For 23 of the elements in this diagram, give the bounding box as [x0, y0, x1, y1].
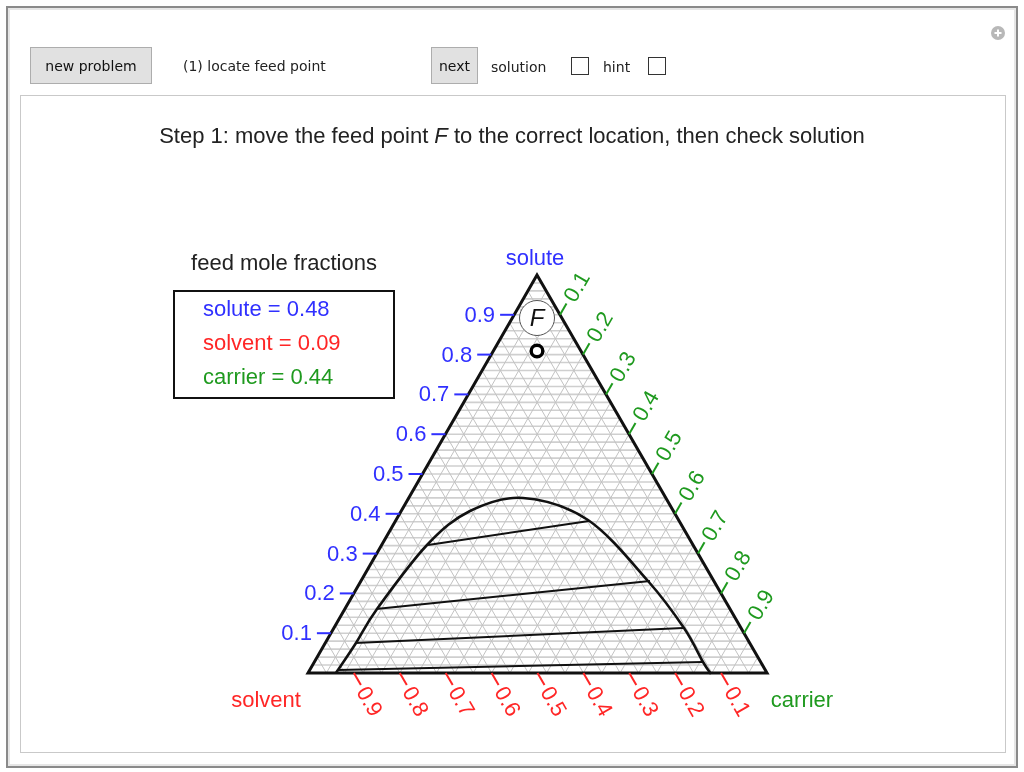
axis-tick-label: 0.6 [489, 681, 527, 721]
fraction-value-text: solute = 0.48 [203, 296, 330, 322]
axis-tick-label: 0.7 [443, 681, 481, 721]
axis-tick-label: 0.9 [351, 681, 389, 721]
axis-tick-label: 0.1 [718, 681, 756, 721]
action-button: next [431, 47, 478, 84]
axis-tick-label: 0.3 [626, 681, 665, 721]
instruction-text: Step 1: move the feed point F to the correct location, then check solution [159, 123, 865, 149]
axis-tick-label: 0.5 [535, 681, 573, 721]
action-button: new problem [30, 47, 152, 84]
axis-title: solvent [231, 687, 301, 713]
panel-heading: feed mole fractions [191, 250, 377, 276]
axis-tick-label: 0.8 [397, 681, 435, 721]
axis-tick-label: 0.4 [580, 681, 619, 721]
axis-title: solute [505, 245, 565, 271]
axis-title: carrier [770, 687, 834, 713]
axis-tick-label: 0.2 [672, 681, 710, 721]
fraction-value-text: carrier = 0.44 [203, 364, 334, 390]
checkbox-label: hint [603, 58, 631, 76]
step-indicator-text: (1) locate feed point [183, 57, 326, 75]
checkbox-label: solution [491, 58, 547, 76]
axis-tick-label: 0.1 [281, 620, 312, 646]
fraction-value-text: solvent = 0.09 [203, 330, 341, 356]
